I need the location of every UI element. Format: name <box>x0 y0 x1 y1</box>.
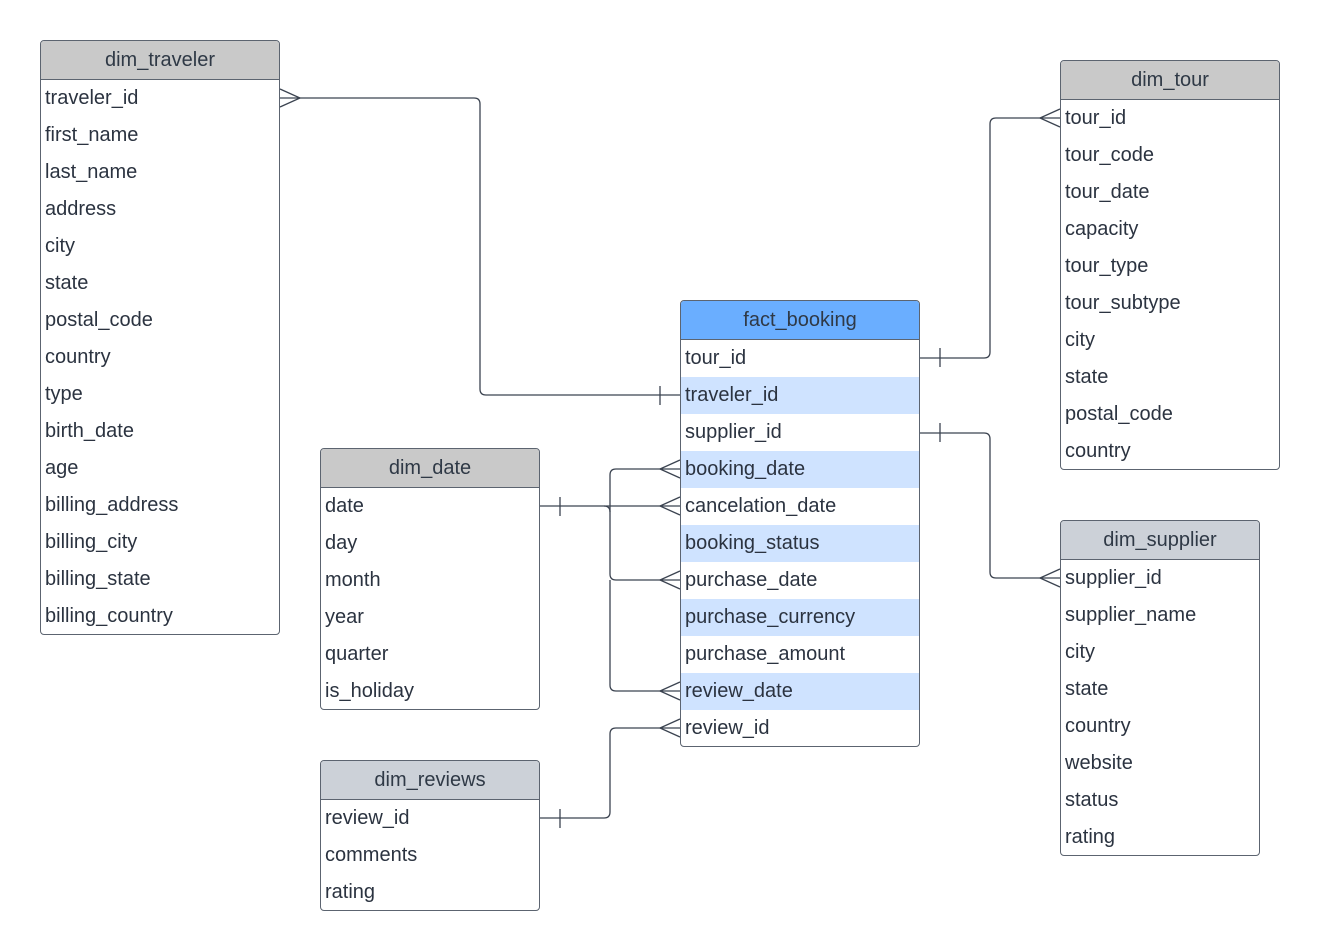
entity-dim-date[interactable]: dim_date date day month year quarter is_… <box>320 448 540 710</box>
field: postal_code <box>1065 403 1173 425</box>
field: purchase_currency <box>681 599 919 636</box>
field: website <box>1065 752 1133 774</box>
field: tour_id <box>685 347 747 369</box>
field: address <box>45 198 117 220</box>
field: tour_date <box>1065 181 1150 203</box>
field: rating <box>325 881 376 903</box>
field: first_name <box>45 124 139 146</box>
field: postal_code <box>45 309 153 331</box>
connector-traveler-booking <box>280 97 680 396</box>
entity-title: dim_tour <box>1061 61 1279 100</box>
field: tour_id <box>1065 107 1127 129</box>
crowfoot-supplier <box>1038 568 1061 588</box>
field: city <box>45 235 75 257</box>
field: supplier_name <box>1065 604 1197 626</box>
field: country <box>1065 440 1131 462</box>
field: review_date <box>681 673 919 710</box>
entity-dim-tour[interactable]: dim_tour tour_id tour_code tour_date cap… <box>1060 60 1280 470</box>
field: day <box>325 532 358 554</box>
field: state <box>1065 678 1109 700</box>
field: booking_status <box>681 525 919 562</box>
field: purchase_date <box>685 569 818 591</box>
field: last_name <box>45 161 138 183</box>
field: supplier_id <box>685 421 782 443</box>
entity-title: dim_reviews <box>321 761 539 800</box>
connector-date-review <box>609 580 680 692</box>
field: cancelation_date <box>685 495 837 517</box>
connector-supplier-booking <box>920 432 1060 579</box>
field: supplier_id <box>1065 567 1162 589</box>
field: rating <box>1065 826 1116 848</box>
field: comments <box>325 844 418 866</box>
connector-tour-booking <box>920 117 1060 359</box>
field: purchase_amount <box>685 643 846 665</box>
field: is_holiday <box>325 680 414 702</box>
field: country <box>45 346 111 368</box>
entity-title: dim_date <box>321 449 539 488</box>
entity-title: dim_supplier <box>1061 521 1259 560</box>
connector-date-purchase <box>609 506 680 581</box>
field: billing_city <box>45 531 138 553</box>
entity-dim-reviews[interactable]: dim_reviews review_id comments rating <box>320 760 540 911</box>
crowfoot-review-date <box>658 681 681 701</box>
field: type <box>45 383 83 405</box>
entity-dim-supplier[interactable]: dim_supplier supplier_id supplier_name c… <box>1060 520 1260 856</box>
field: date <box>325 495 364 517</box>
crowfoot-purchase-date <box>658 570 681 590</box>
field: country <box>1065 715 1131 737</box>
field: capacity <box>1065 218 1139 240</box>
field: year <box>325 606 364 628</box>
field: tour_type <box>1065 255 1149 277</box>
field: birth_date <box>45 420 134 442</box>
field: review_id <box>685 717 770 739</box>
field: tour_code <box>1065 144 1154 166</box>
crowfoot-cancel-date <box>658 496 681 516</box>
field: state <box>1065 366 1109 388</box>
entity-title: fact_booking <box>681 301 919 340</box>
field: tour_subtype <box>1065 292 1181 314</box>
connector-date-base <box>540 505 611 513</box>
entity-fact-booking[interactable]: fact_booking tour_id traveler_id supplie… <box>680 300 920 747</box>
crowfoot-traveler <box>279 88 302 108</box>
field: traveler_id <box>45 87 139 109</box>
field: state <box>45 272 89 294</box>
crowfoot-review-id <box>658 718 681 738</box>
connector-date-booking <box>609 468 680 506</box>
entity-dim-traveler[interactable]: dim_traveler traveler_id first_name last… <box>40 40 280 635</box>
field: billing_state <box>45 568 151 590</box>
field: city <box>1065 641 1095 663</box>
field: review_id <box>325 807 410 829</box>
field: status <box>1065 789 1119 811</box>
crowfoot-tour <box>1038 108 1061 128</box>
field: billing_country <box>45 605 173 627</box>
field: quarter <box>325 643 389 665</box>
entity-title: dim_traveler <box>41 41 279 80</box>
connector-reviews-booking <box>540 727 680 819</box>
field: month <box>325 569 381 591</box>
field: city <box>1065 329 1095 351</box>
crowfoot-booking-date <box>658 459 681 479</box>
field: billing_address <box>45 494 179 516</box>
field: age <box>45 457 79 479</box>
field: booking_date <box>681 451 919 488</box>
field: traveler_id <box>681 377 919 414</box>
